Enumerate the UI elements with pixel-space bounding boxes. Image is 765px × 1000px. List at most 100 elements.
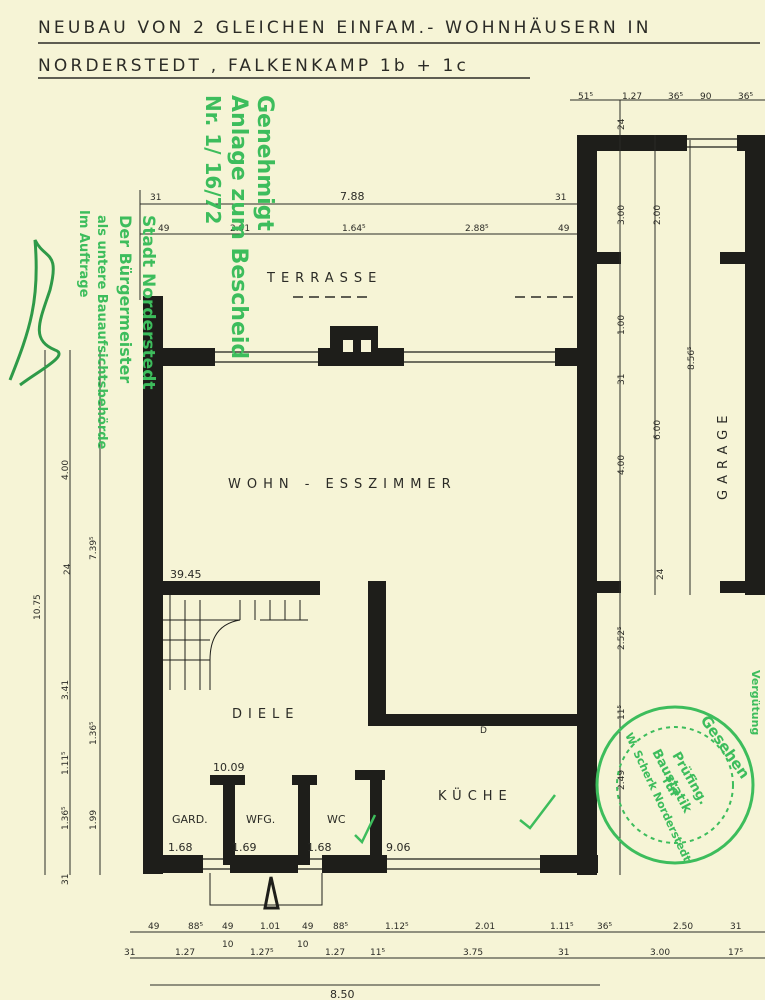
dimension-label: 11⁵ (370, 948, 385, 958)
dim-bottom-row1: 49 88⁵ 49 1.01 49 88⁵ 1.12⁵ 2.01 1.11⁵ 36⁵ 2.50 31 (148, 922, 741, 932)
dimension-label: 90 (700, 92, 712, 102)
door-label: D (480, 726, 487, 736)
dim-top-total: 7.88 (340, 190, 365, 203)
dimension-label: 2.91 (230, 224, 250, 234)
dimension-label: 24 (656, 568, 666, 580)
stamp-line6: als untere Bauaufsichtsbehörde (94, 215, 109, 450)
round-stamp-outer: Gesehen (697, 712, 754, 782)
room-label-kitchen: KÜCHE (438, 787, 513, 804)
dimension-label: 1.12⁵ (385, 922, 409, 932)
dimension-label: 10 (222, 940, 234, 950)
room-label-terrace: TERRASSE (266, 271, 382, 286)
dim-right-side: 3.00 2.00 1.00 6.00 8.56⁵ 4.00 2.52⁵ 2.49 11⁵ 31 2… (617, 118, 697, 790)
dimension-label: 8.56⁵ (687, 346, 697, 370)
dimension-label: 2.88⁵ (465, 224, 489, 234)
area-gard: 1.68 (168, 841, 193, 854)
dimension-label: 7.39⁵ (89, 536, 99, 560)
dimension-label: 1.01 (260, 922, 280, 932)
dimension-label: 88⁵ (188, 922, 203, 932)
area-living: 39.45 (170, 568, 202, 581)
dimension-label: 88⁵ (333, 922, 348, 932)
dimension-label: 3.41 (61, 680, 71, 700)
plan-title-line1: NEUBAU VON 2 GLEICHEN EINFAM.- WOHNHÄUSE… (38, 18, 652, 38)
stamp-line1: Genehmigt (252, 95, 277, 231)
dimension-label: 1.00 (617, 315, 627, 335)
dim-top-right: 31 (555, 193, 566, 203)
dimension-label: 49 (302, 922, 314, 932)
staircase (163, 595, 308, 690)
dimension-label: 24 (63, 563, 73, 575)
dimension-label: 24 (617, 118, 627, 130)
dimension-label: 31 (730, 922, 741, 932)
entrance-arrow (209, 873, 323, 910)
dimension-label: 1.27 (325, 948, 345, 958)
area-wc: 1.68 (307, 841, 332, 854)
dimension-label: 1.36⁵ (89, 721, 99, 745)
room-label-wfg: WFG. (246, 813, 275, 826)
dimension-label: 2.52⁵ (617, 626, 627, 650)
stamp-line4: Stadt Norderstedt (138, 215, 158, 390)
dimension-label: 2.00 (653, 205, 663, 225)
room-label-hall: DIELE (232, 707, 300, 722)
dimension-label: 1.99 (89, 810, 99, 830)
plan-title-line2: NORDERSTEDT , FALKENKAMP 1b + 1c (38, 56, 470, 76)
area-wfg: 1.69 (232, 841, 257, 854)
dimension-label: 10 (297, 940, 309, 950)
dimension-label: 2.01 (475, 922, 495, 932)
dimension-label: 1.27 (622, 92, 642, 102)
dimension-label: 31 (61, 874, 71, 885)
dimension-label: 2.49 (617, 770, 627, 790)
approval-stamp: Genehmigt Anlage zum Bescheid Nr. 1/ 16/… (76, 95, 277, 450)
dimension-label: 3.00 (650, 948, 670, 958)
dimension-label: 31 (558, 948, 569, 958)
room-label-garage: GARAGE (716, 410, 731, 500)
checkmark-icon (354, 814, 377, 845)
stamp-line3: Nr. 1/ 16/72 (201, 95, 225, 224)
area-hall: 10.09 (213, 761, 245, 774)
dimension-label: 10.75 (33, 594, 43, 620)
dimension-label: 4.00 (61, 460, 71, 480)
dimension-label: 36⁵ (597, 922, 612, 932)
dim-bottom-total: 8.50 (330, 988, 355, 1000)
room-label-living: WOHN - ESSZIMMER (228, 477, 457, 492)
signature-icon (8, 239, 61, 387)
dimension-label: 6.00 (653, 420, 663, 440)
dimension-label: 49 (222, 922, 234, 932)
dimension-label: 1.27⁵ (250, 948, 274, 958)
stamp-line2: Anlage zum Bescheid (226, 95, 251, 359)
dimension-label: 1.11⁵ (61, 751, 71, 775)
dimension-label: 49 (558, 224, 570, 234)
windows (146, 138, 737, 870)
room-label-wc: WC (327, 813, 346, 826)
dimension-label: 49 (148, 922, 160, 932)
dimension-label: 3.75 (463, 948, 483, 958)
stamp-line5: Der Bürgermeister (116, 215, 135, 383)
dimension-label: 3.00 (617, 205, 627, 225)
dimension-label: 1.64⁵ (342, 224, 366, 234)
dimension-label: 1.11⁵ (550, 922, 574, 932)
stamp-edge-text: Vergütung (749, 670, 762, 735)
dimension-label: 1.36⁵ (61, 806, 71, 830)
dimension-label: 2.50 (673, 922, 693, 932)
area-kitchen: 9.06 (386, 841, 411, 854)
stamp-line7: Im Auftrage (76, 210, 91, 298)
dimension-lines (44, 99, 765, 986)
dimension-label: 11⁵ (617, 705, 627, 720)
dim-right-top: 51⁵ 1.27 36⁵ 90 36⁵ (578, 92, 753, 102)
dim-top-left: 31 (150, 193, 161, 203)
checkmark-icon (519, 794, 556, 830)
dimension-label: 49 (158, 224, 170, 234)
dimension-label: 4.00 (617, 455, 627, 475)
dimension-label: 1.27 (175, 948, 195, 958)
dimension-label: 17⁵ (728, 948, 743, 958)
dimension-label: 51⁵ (578, 92, 593, 102)
dimension-label: 36⁵ (668, 92, 683, 102)
dimension-label: 36⁵ (738, 92, 753, 102)
dim-bottom-row2: 31 1.27 10 1.27⁵ 10 1.27 11⁵ 3.75 31 3.00 17⁵ (124, 940, 743, 958)
dimension-label: 31 (124, 948, 135, 958)
dim-top-row2: 49 2.91 1.64⁵ 2.88⁵ 49 (158, 224, 570, 234)
dim-left-side: 10.75 4.00 7.39⁵ 3.41 1.36⁵ 1.11⁵ 1.36⁵ 1.99 24 3… (33, 460, 99, 885)
room-label-wardrobe: GARD. (172, 813, 208, 826)
dimension-label: 31 (617, 374, 627, 385)
